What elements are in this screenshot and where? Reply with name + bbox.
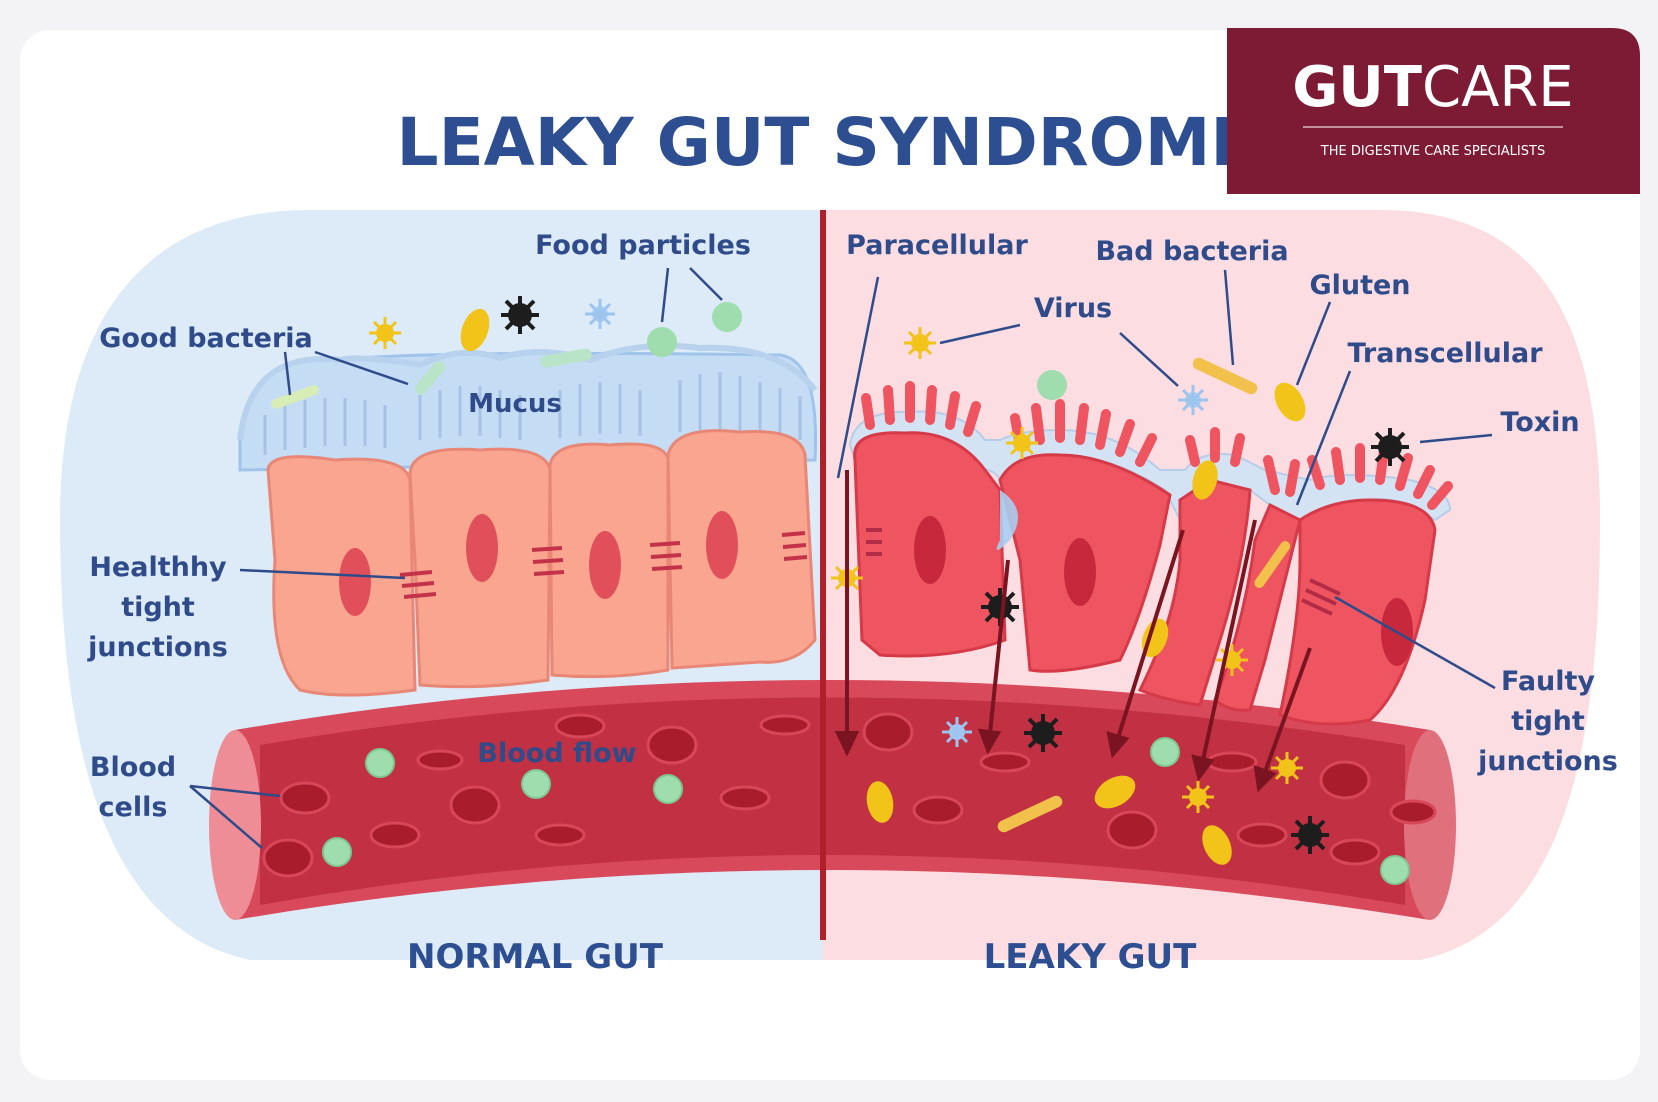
label-virus: Virus: [1034, 293, 1112, 324]
label-bad-bacteria: Bad bacteria: [1095, 236, 1288, 267]
label-healthy-tight-junctions-1: Healthhy: [89, 552, 227, 583]
paracellular-transcellular-arrows: [834, 470, 1312, 793]
label-gluten: Gluten: [1309, 270, 1410, 301]
label-faulty-tight-junctions-2: tight: [1511, 706, 1585, 737]
logo-brand-light: CARE: [1422, 55, 1574, 120]
leaky-gut-particles: [829, 325, 1411, 865]
label-healthy-tight-junctions-2: tight: [121, 592, 195, 623]
label-mucus: Mucus: [468, 389, 562, 419]
blood-vessel: [209, 680, 1456, 920]
leader-lines: [189, 267, 1496, 849]
label-blood-cells-1: Blood: [90, 752, 176, 783]
gutcare-logo: GUTCARE THE DIGESTIVE CARE SPECIALISTS: [1227, 28, 1640, 194]
label-healthy-tight-junctions-3: junctions: [87, 632, 228, 663]
label-transcellular: Transcellular: [1347, 338, 1543, 369]
page-title: LEAKY GUT SYNDROME: [397, 104, 1256, 181]
label-good-bacteria: Good bacteria: [99, 323, 313, 354]
label-toxin: Toxin: [1500, 407, 1579, 438]
logo-brand-bold: GUT: [1292, 55, 1422, 120]
caption-normal-gut: NORMAL GUT: [407, 937, 664, 977]
normal-gut-particles: [271, 294, 742, 409]
caption-leaky-gut: LEAKY GUT: [984, 937, 1198, 977]
red-blood-cells: [262, 712, 1437, 878]
label-food-particles: Food particles: [535, 230, 751, 261]
diagram-labels: Food particles Good bacteria Mucus Healt…: [87, 230, 1618, 823]
mucus-layer: [237, 342, 818, 441]
label-paracellular: Paracellular: [846, 230, 1028, 261]
white-blood-cells: [322, 737, 1410, 885]
label-blood-cells-2: cells: [99, 792, 168, 823]
label-faulty-tight-junctions-3: junctions: [1477, 746, 1618, 777]
logo-wordmark: GUTCARE: [1292, 55, 1573, 120]
leaky-gut-cells: [848, 381, 1453, 726]
label-blood-flow: Blood flow: [477, 738, 636, 769]
logo-tagline: THE DIGESTIVE CARE SPECIALISTS: [1320, 144, 1545, 159]
label-faulty-tight-junctions-1: Faulty: [1501, 666, 1595, 697]
